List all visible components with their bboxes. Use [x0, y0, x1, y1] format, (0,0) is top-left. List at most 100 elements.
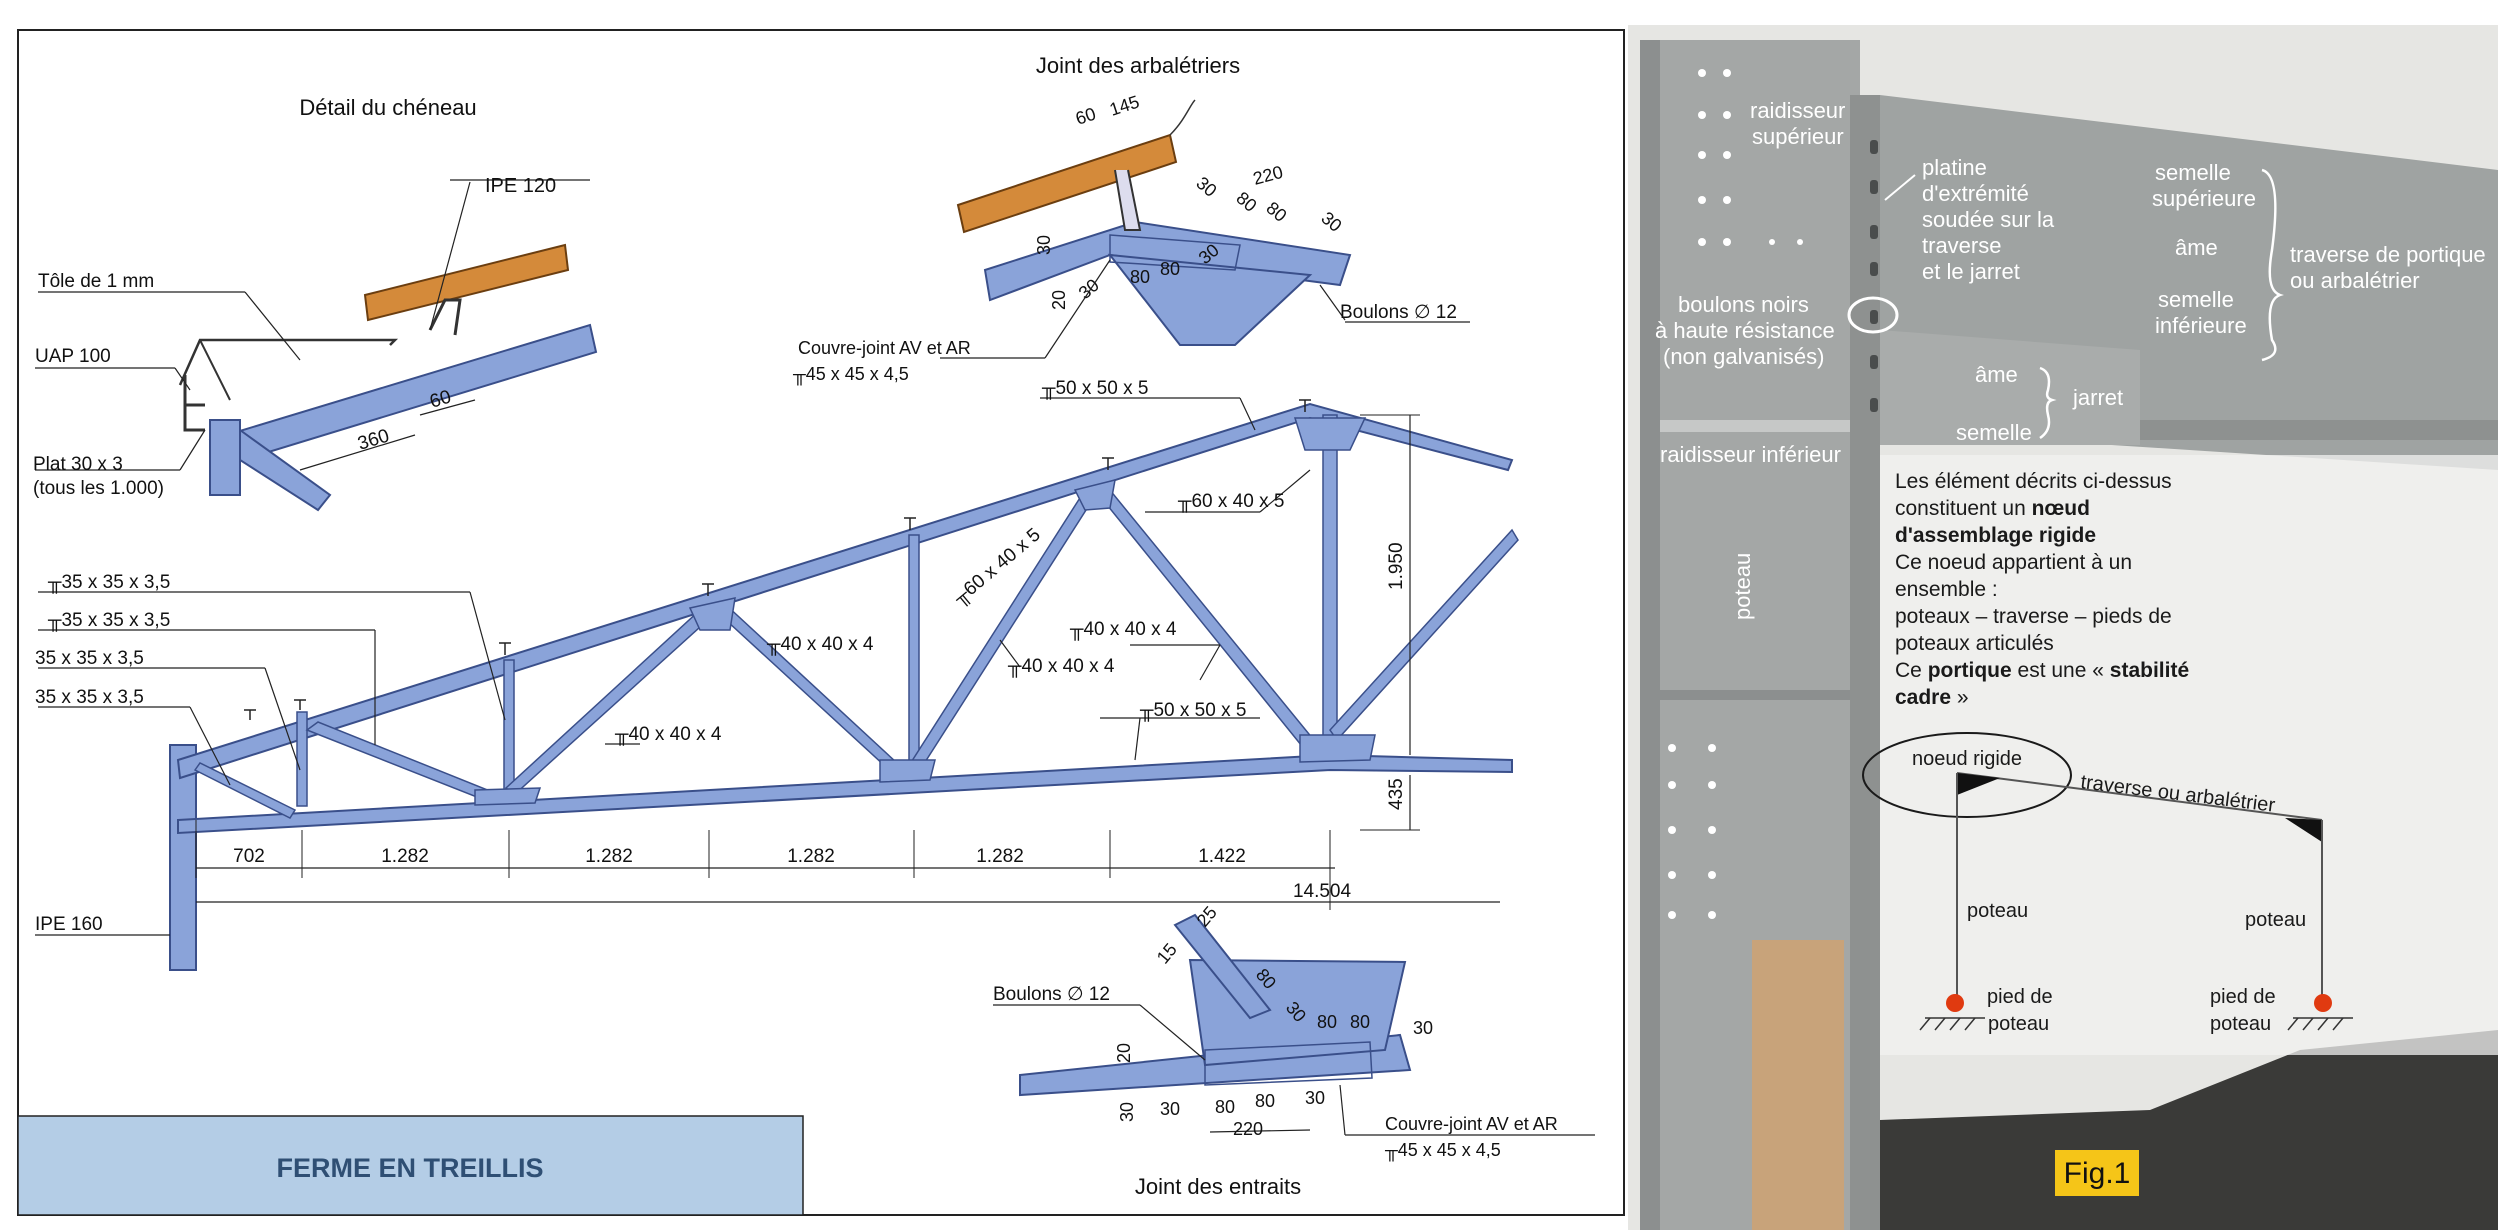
- tie-dim-9: 30: [1160, 1099, 1180, 1119]
- section-label-1: ╥35 x 35 x 3,5: [47, 572, 170, 594]
- text-line-3: Ce noeud appartient à un: [1895, 551, 2132, 574]
- label-haunch-web: âme: [1975, 362, 2018, 387]
- section-top-chord: ╥50 x 50 x 5: [1041, 378, 1148, 400]
- label-flat-spacing: (tous les 1.000): [33, 478, 164, 499]
- tie-joint-detail: 25 15 80 30 80 80 30 20 30 30 80 80 30 2…: [993, 902, 1595, 1199]
- label-haunch: jarret: [2072, 385, 2123, 410]
- text-line-1: constituent un nœud: [1895, 497, 2090, 520]
- svg-text:(non galvanisés): (non galvanisés): [1663, 344, 1824, 369]
- rafter-joint-title: Joint des arbalétriers: [1036, 53, 1240, 78]
- rigid-node-right: [2285, 818, 2322, 842]
- photo-ground: [1880, 1030, 2498, 1230]
- top-chord: [176, 402, 1514, 780]
- rafter-bolts-label: Boulons ∅ 12: [1340, 302, 1457, 323]
- svg-text:et le jarret: et le jarret: [1922, 259, 2020, 284]
- foot-left-label: pied de: [1987, 986, 2053, 1008]
- text-line-2: d'assemblage rigide: [1895, 524, 2096, 547]
- tie-joint-title: Joint des entraits: [1135, 1174, 1301, 1199]
- truss-drawing: FERME EN TREILLIS Détail du chéneau IPE …: [17, 29, 1625, 1216]
- section-column: IPE 160: [35, 914, 103, 935]
- rigid-node-ellipse: [1862, 732, 2072, 818]
- tie-dim-11: 80: [1255, 1091, 1275, 1111]
- span-dim-4: 1.282: [976, 846, 1024, 867]
- photo-wood: [1752, 940, 1844, 1230]
- uap-channel: [183, 375, 205, 432]
- section-label-4: 35 x 35 x 3,5: [35, 687, 144, 708]
- svg-text:d'extrémité: d'extrémité: [1922, 181, 2029, 206]
- label-column: poteau: [1730, 553, 1755, 620]
- section-label-3: 35 x 35 x 3,5: [35, 648, 144, 669]
- svg-text:soudée sur la: soudée sur la: [1922, 207, 2055, 232]
- svg-text:à haute résistance: à haute résistance: [1655, 318, 1835, 343]
- section-diag-a: ╥60 x 40 x 5: [1177, 491, 1284, 513]
- rafter-dim-10: 80: [1130, 267, 1150, 287]
- bolt-highlight-ellipse: [1847, 296, 1899, 334]
- figure-tag: [2055, 1150, 2139, 1196]
- span-dim-5: 1.422: [1198, 846, 1246, 867]
- section-diag-f: ╥40 x 40 x 4: [614, 724, 722, 746]
- schema-post-right-label: poteau: [2245, 909, 2306, 931]
- gutter-detail: Détail du chéneau IPE 120 Tôle de 1 mm U…: [33, 95, 598, 512]
- foot-right-label: pied de: [2210, 986, 2276, 1008]
- rafter-dim-7: 30: [1034, 235, 1054, 255]
- dim-height-top: 1.950: [1386, 542, 1407, 590]
- span-dim-total: 14.504: [1293, 881, 1352, 902]
- main-truss: ╥35 x 35 x 3,5 ╥35 x 35 x 3,5 35 x 35 x …: [35, 378, 1519, 971]
- span-dim-2: 1.282: [585, 846, 633, 867]
- dim-height-bottom: 435: [1386, 778, 1407, 810]
- label-haunch-flange: semelle: [1956, 420, 2032, 445]
- text-line-5: poteaux – traverse – pieds de: [1895, 605, 2172, 628]
- rigid-node-left: [1957, 773, 2000, 795]
- tie-dim-4: 80: [1317, 1012, 1337, 1032]
- schema-post-left-label: poteau: [1967, 900, 2028, 922]
- tie-dim-10: 80: [1215, 1097, 1235, 1117]
- purlin-cleat: [428, 298, 462, 336]
- purlin-ipe120: [363, 243, 570, 322]
- svg-text:ou arbalétrier: ou arbalétrier: [2290, 268, 2420, 293]
- label-uap100: UAP 100: [35, 346, 111, 367]
- svg-text:inférieure: inférieure: [2155, 313, 2247, 338]
- tie-dim-7: 20: [1114, 1043, 1134, 1063]
- tie-joint-diagonal: [1173, 913, 1272, 1020]
- label-flange-top: semelle: [2155, 160, 2231, 185]
- text-line-4: ensemble :: [1895, 578, 1998, 601]
- label-ipe120: IPE 120: [485, 175, 556, 197]
- label-web: âme: [2175, 235, 2218, 260]
- svg-text:supérieur: supérieur: [1752, 124, 1844, 149]
- bolt-dots: [1668, 69, 1803, 919]
- gutter-detail-title: Détail du chéneau: [299, 95, 476, 120]
- pin-support-right: [2314, 994, 2332, 1012]
- tie-dim-8: 30: [1117, 1102, 1137, 1122]
- label-stiffener-top: raidisseur: [1750, 98, 1845, 123]
- rigid-node-label: noeud rigide: [1912, 748, 2022, 770]
- label-sheet: Tôle de 1 mm: [38, 271, 154, 292]
- span-dim-0: 702: [233, 846, 265, 867]
- title-box: [17, 1115, 804, 1216]
- label-beam: traverse de portique: [2290, 242, 2486, 267]
- section-diag-e: ╥40 x 40 x 4: [1007, 656, 1115, 678]
- text-line-6: poteaux articulés: [1895, 632, 2054, 655]
- label-flat: Plat 30 x 3: [33, 454, 123, 475]
- figure-tag-label: Fig.1: [2064, 1157, 2131, 1190]
- section-diag-d: ╥40 x 40 x 4: [1069, 619, 1177, 641]
- section-diag-c: ╥40 x 40 x 4: [766, 634, 874, 656]
- tie-dim-13: 220: [1233, 1119, 1263, 1139]
- svg-text:poteau: poteau: [1988, 1013, 2049, 1035]
- schema-beam: [1956, 772, 2323, 821]
- purlin-ticks: [244, 399, 1311, 720]
- label-end-plate: platine: [1922, 155, 1987, 180]
- rafter-joint-purlin: [956, 133, 1178, 234]
- span-dim-3: 1.282: [787, 846, 835, 867]
- text-stability-line: Ce portique est une « stabilité: [1895, 659, 2189, 682]
- tie-dim-6: 30: [1413, 1018, 1433, 1038]
- label-bolts: boulons noirs: [1678, 292, 1809, 317]
- span-dim-1: 1.282: [381, 846, 429, 867]
- tie-cover-section: ╥45 x 45 x 4,5: [1384, 1140, 1501, 1162]
- rafter-cover-section: ╥45 x 45 x 4,5: [792, 364, 909, 386]
- explanatory-text: Les élément décrits ci-dessus constituen…: [1895, 470, 2189, 709]
- tie-dim-5: 80: [1350, 1012, 1370, 1032]
- rafter-dim-8: 20: [1049, 290, 1069, 310]
- rafter-cover-label: Couvre-joint AV et AR: [798, 338, 971, 358]
- label-stiffener-bottom: raidisseur inférieur: [1660, 442, 1841, 467]
